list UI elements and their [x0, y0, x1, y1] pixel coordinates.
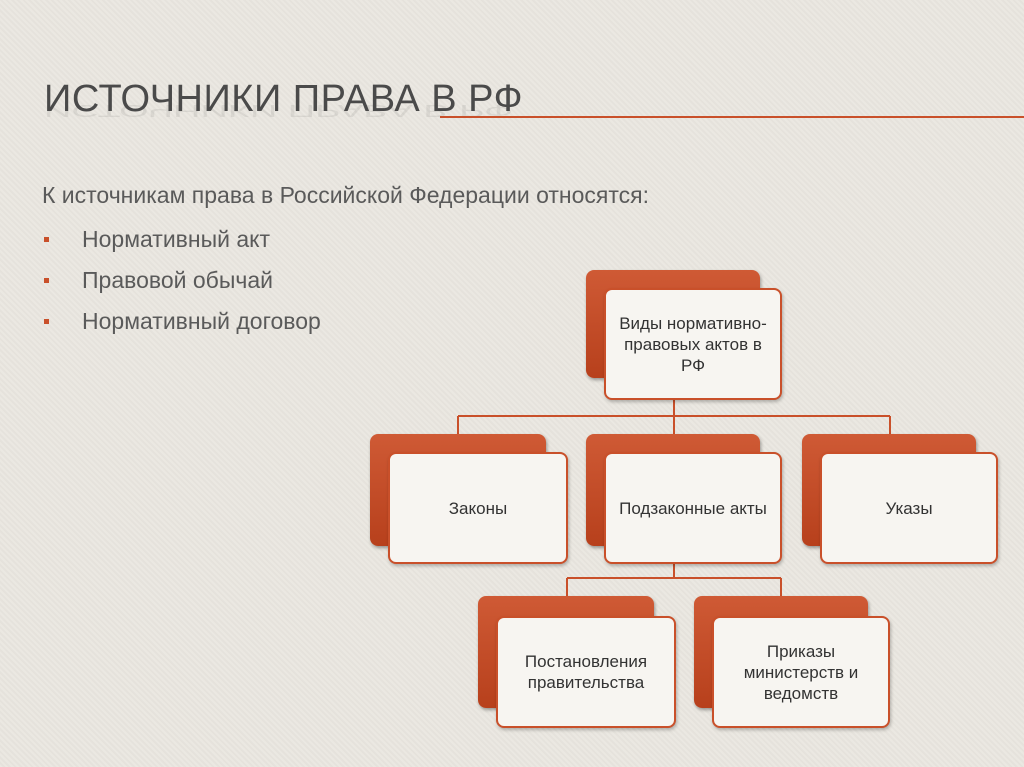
bullet-item: Нормативный акт	[42, 224, 321, 265]
node-root: Виды нормативно-правовых актов в РФ	[586, 270, 782, 402]
node-bylaws: Подзаконные акты	[586, 434, 782, 566]
node-orders-label: Приказы министерств и ведомств	[712, 616, 890, 728]
bullet-icon	[44, 319, 49, 324]
node-laws-label: Законы	[388, 452, 568, 564]
bullet-item: Правовой обычай	[42, 265, 321, 306]
bullet-item: Нормативный договор	[42, 306, 321, 347]
node-root-label: Виды нормативно-правовых актов в РФ	[604, 288, 782, 400]
bullet-list: Нормативный акт Правовой обычай Норматив…	[42, 224, 321, 347]
bullet-label: Нормативный акт	[82, 226, 271, 252]
intro-text: К источникам права в Российской Федераци…	[42, 182, 649, 208]
bullet-icon	[44, 278, 49, 283]
slide-title: ИСТОЧНИКИ ПРАВА В РФ	[44, 78, 523, 120]
node-resolutions: Постановления правительства	[478, 596, 676, 730]
bullet-icon	[44, 237, 49, 242]
node-orders: Приказы министерств и ведомств	[694, 596, 890, 730]
node-laws: Законы	[370, 434, 568, 566]
bullet-label: Правовой обычай	[82, 267, 273, 293]
node-bylaws-label: Подзаконные акты	[604, 452, 782, 564]
node-decrees-label: Указы	[820, 452, 998, 564]
node-decrees: Указы	[802, 434, 998, 566]
title-underline	[440, 116, 1024, 118]
bullet-label: Нормативный договор	[82, 308, 321, 334]
node-resolutions-label: Постановления правительства	[496, 616, 676, 728]
